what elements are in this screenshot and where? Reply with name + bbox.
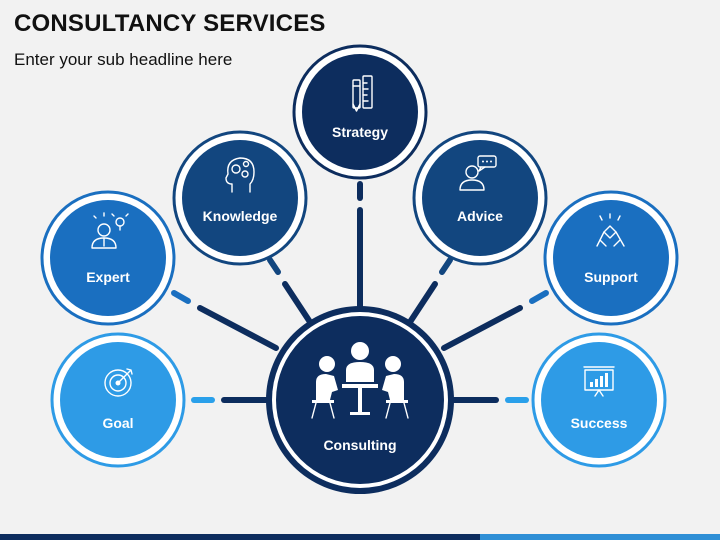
expert-idea-icon (91, 212, 129, 249)
connector-support (441, 305, 523, 351)
node-consulting-label: Consulting (323, 437, 396, 453)
connector-advice (407, 281, 438, 325)
node-goal[interactable]: Goal (50, 332, 186, 468)
node-advice[interactable]: Advice (412, 130, 548, 266)
node-knowledge-label: Knowledge (203, 208, 278, 224)
node-strategy-label: Strategy (332, 124, 388, 140)
bottom-bar-dark (0, 534, 480, 540)
node-knowledge[interactable]: Knowledge (172, 130, 308, 266)
node-success-label: Success (571, 415, 628, 431)
bottom-bar-light (480, 534, 720, 540)
page-subtitle: Enter your sub headline here (14, 50, 233, 69)
meeting-table-icon (311, 342, 409, 419)
node-strategy[interactable]: Strategy (292, 44, 428, 180)
pencil-ruler-icon (352, 75, 373, 112)
page-title: CONSULTANCY SERVICES (14, 10, 326, 37)
connector-expert (197, 305, 279, 351)
target-icon (104, 368, 133, 397)
head-gears-icon (225, 157, 255, 193)
connector-support-dash (529, 290, 549, 304)
node-success[interactable]: Success (531, 332, 667, 468)
connector-expert-dash (171, 290, 191, 304)
connector-knowledge-dash (267, 257, 281, 275)
connector-advice-dash (439, 257, 453, 275)
connector-knowledge (282, 281, 313, 325)
presentation-chart-icon (583, 366, 615, 397)
node-support[interactable]: Support (543, 190, 679, 326)
node-goal-label: Goal (102, 415, 133, 431)
person-speech-icon (459, 155, 497, 191)
connectors (171, 181, 549, 403)
node-consulting-center[interactable]: Consulting (266, 306, 454, 494)
handshake-icon (596, 213, 625, 247)
bottom-accent-bar (0, 534, 720, 540)
node-expert[interactable]: Expert (40, 190, 176, 326)
node-advice-label: Advice (457, 208, 503, 224)
node-support-label: Support (584, 269, 638, 285)
node-expert-label: Expert (86, 269, 130, 285)
